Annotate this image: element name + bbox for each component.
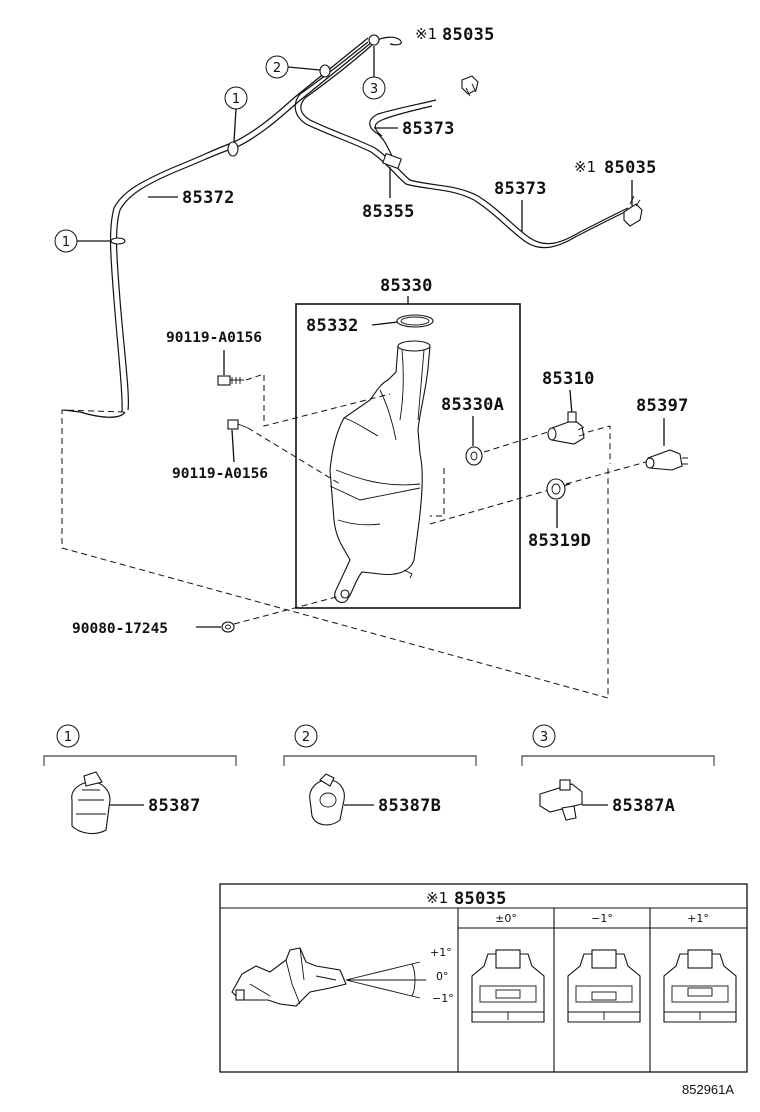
label-85035-top: 85035	[442, 25, 495, 45]
marker-1-upper: 1	[224, 86, 248, 143]
column-header-minus1: −1°	[591, 912, 613, 925]
svg-text:3: 3	[370, 82, 378, 97]
grommet-85319D	[546, 478, 566, 500]
label-85310: 85310	[542, 369, 595, 389]
nozzle-front-view-0	[471, 949, 545, 1023]
label-85355: 85355	[362, 202, 415, 222]
label-90080: 90080-17245	[72, 621, 168, 637]
svg-text:2: 2	[273, 61, 281, 76]
washer-tank	[329, 340, 431, 603]
detail-clip-3: 3 85387A	[521, 724, 715, 821]
hose-clip-1-left	[110, 237, 126, 245]
label-85319D: 85319D	[528, 531, 591, 551]
tank-assembly-frame	[295, 303, 521, 609]
level-sensor-85397	[645, 449, 688, 471]
column-header-0: ±0°	[495, 912, 517, 925]
bolt-90119-b	[227, 419, 249, 430]
washer-nozzle-85035-top	[461, 75, 479, 97]
nozzle-side-view	[231, 947, 347, 1007]
label-90119-a: 90119-A0156	[166, 330, 262, 346]
label-85372: 85372	[182, 188, 235, 208]
washer-hose-85372	[63, 36, 402, 418]
table-ref-mark: ※1	[426, 889, 448, 907]
washer-hose-85373	[294, 41, 629, 249]
bolt-90119-a	[217, 375, 244, 386]
angle-minus1: −1°	[432, 992, 454, 1005]
hose-joint-85355	[382, 152, 402, 170]
label-85035-right: 85035	[604, 158, 657, 178]
angle-0: 0°	[436, 970, 449, 983]
label-85387A: 85387A	[612, 796, 675, 816]
washer-nozzle-85035-right	[623, 195, 643, 227]
svg-text:1: 1	[64, 730, 72, 745]
detail-clip-2: 2 85387B	[283, 724, 477, 826]
label-85397: 85397	[636, 396, 689, 416]
marker-2: 2	[265, 55, 321, 79]
detail-clip-1: 1 85387	[43, 724, 237, 835]
label-85373-top: 85373	[402, 119, 455, 139]
label-85387: 85387	[148, 796, 201, 816]
clip-90080	[221, 621, 235, 633]
washer-pump-85310	[547, 411, 586, 445]
column-header-plus1: +1°	[687, 912, 709, 925]
ref-mark-right: ※1	[574, 158, 596, 176]
label-85330A: 85330A	[441, 395, 504, 415]
label-85330: 85330	[380, 276, 433, 296]
marker-1-left: 1	[54, 229, 110, 253]
marker-3: 3	[362, 46, 386, 100]
hose-clip-2	[319, 64, 331, 78]
label-90119-b: 90119-A0156	[172, 466, 268, 482]
angle-plus1: +1°	[430, 946, 452, 959]
label-85332: 85332	[306, 316, 359, 336]
table-title-part: 85035	[454, 889, 507, 909]
svg-text:1: 1	[62, 235, 70, 250]
label-85373-mid: 85373	[494, 179, 547, 199]
svg-text:1: 1	[232, 92, 240, 107]
svg-text:2: 2	[302, 730, 310, 745]
nozzle-adjust-table: ※1 85035 ±0° −1° +1° +1° 0° −1°	[219, 883, 748, 1073]
svg-text:3: 3	[540, 730, 548, 745]
ref-mark-top: ※1	[415, 25, 437, 43]
illustration-code: 852961A	[682, 1082, 734, 1097]
grommet-85330A	[465, 446, 483, 466]
hose-clip-1-upper	[227, 141, 239, 157]
hose-clip-3	[368, 34, 380, 46]
label-85387B: 85387B	[378, 796, 441, 816]
nozzle-front-view-minus1	[567, 949, 641, 1023]
nozzle-front-view-plus1	[663, 949, 737, 1023]
